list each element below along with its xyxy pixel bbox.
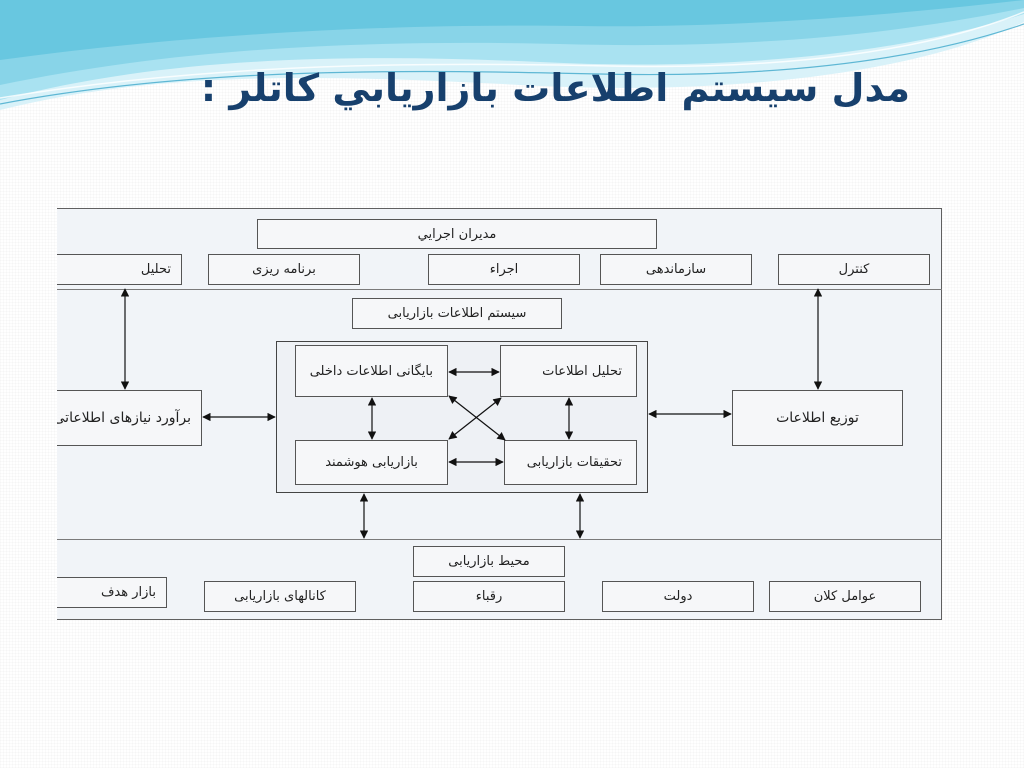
environment-title-box: محيط بازاريابی — [413, 546, 565, 577]
target-market-box: بازار هدف — [57, 577, 167, 608]
information-analysis-box: تحليل اطلاعات — [500, 345, 637, 397]
slide-title: مدل سیستم اطلاعات بازاریابي كاتلر : — [200, 66, 910, 110]
internal-records-box: بايگانی اطلاعات داخلی — [295, 345, 448, 397]
arrow-intelligence-analysis — [448, 397, 502, 440]
arrow-records-research — [448, 395, 506, 441]
marketing-research-box: تحقيقات بازاريابی — [504, 440, 637, 485]
band-divider-bottom — [57, 539, 942, 540]
macro-forces-box: عوامل كلان — [769, 581, 921, 612]
mis-title-box: سيستم اطلاعات بازاريابی — [352, 298, 562, 329]
competitors-box: رقباء — [413, 581, 565, 612]
analysis-box: تحليل — [57, 254, 182, 285]
assessing-needs-box: برآورد نيازهای اطلاعاتی — [57, 390, 202, 446]
kotler-mis-diagram: مديران اجرايي تحليل برنامه ريزی اجراء سا… — [57, 208, 943, 620]
header-wave-decoration — [0, 0, 1024, 110]
connector-arrows — [120, 288, 823, 539]
marketing-intelligence-box: بازاريابی هوشمند — [295, 440, 448, 485]
control-box: كنترل — [778, 254, 930, 285]
planning-box: برنامه ريزی — [208, 254, 360, 285]
government-box: دولت — [602, 581, 754, 612]
executives-box: مديران اجرايي — [257, 219, 657, 249]
implementation-box: اجراء — [428, 254, 580, 285]
band-divider-top — [57, 289, 942, 290]
channels-box: كانالهای بازاريابی — [204, 581, 356, 612]
distributing-info-box: توزيع اطلاعات — [732, 390, 903, 446]
organizing-box: سازماندهی — [600, 254, 752, 285]
